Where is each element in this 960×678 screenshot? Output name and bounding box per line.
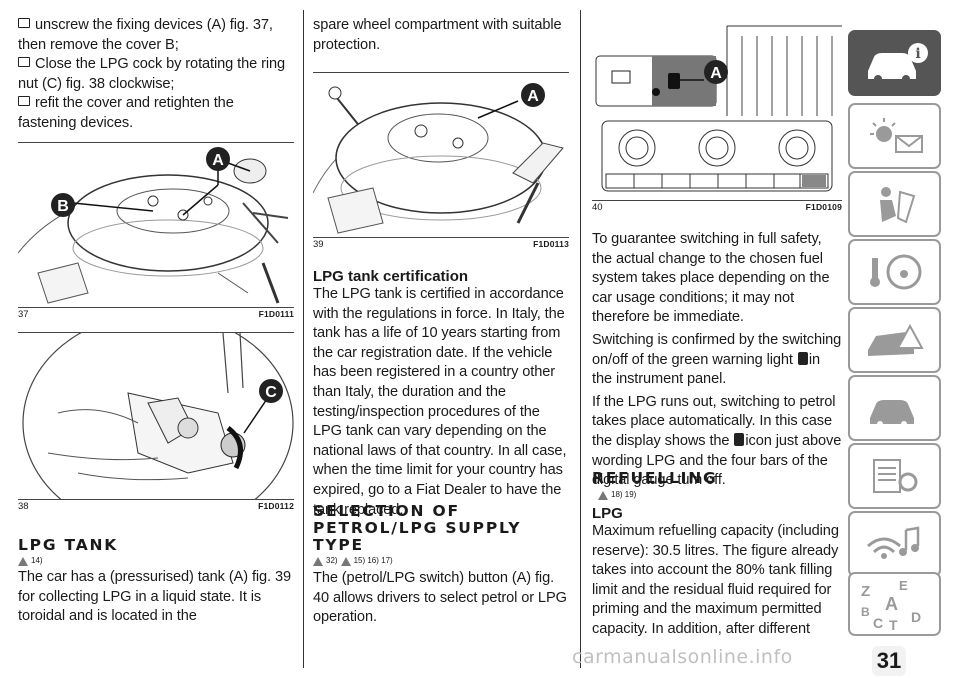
- reference-marks: 32) 15) 16) 17): [313, 556, 569, 566]
- warning-triangle-icon: [313, 557, 323, 566]
- svg-text:A: A: [885, 594, 898, 614]
- figure-40-image: A: [592, 16, 842, 200]
- figure-37: A B 37 F1D0111: [18, 142, 294, 320]
- figure-number: 37: [18, 309, 29, 320]
- svg-text:i: i: [915, 46, 920, 62]
- section-heading: REFUELLING: [592, 469, 718, 487]
- tab-starting-driving[interactable]: [848, 239, 941, 305]
- svg-text:Z: Z: [861, 583, 870, 600]
- body-text: If the LPG runs out, switching to petrol…: [592, 393, 842, 489]
- figure-code: F1D0111: [258, 309, 294, 319]
- label-b: B: [57, 198, 69, 215]
- tab-technical-data[interactable]: [848, 443, 941, 509]
- figure-38: C 38 F1D0112: [18, 332, 294, 512]
- page-number: 31: [872, 646, 906, 676]
- tab-safety[interactable]: [848, 171, 941, 237]
- figure-40: A 40 F1D0109: [592, 16, 842, 213]
- car-info-icon: i: [867, 43, 928, 83]
- reference-marks: 18) 19): [598, 490, 842, 500]
- label-c: C: [265, 384, 277, 401]
- watermark: carmanualsonline.info: [572, 646, 793, 668]
- figure-38-image: C: [18, 333, 294, 499]
- figure-code: F1D0109: [805, 202, 842, 212]
- reference-marks: 14): [18, 556, 294, 566]
- body-text: The car has a (pressurised) tank (A) fig…: [18, 569, 291, 625]
- airbag-safety-icon: [879, 187, 915, 224]
- figure-39-image: A: [313, 73, 569, 237]
- subsection-heading: LPG: [592, 505, 623, 522]
- figure-code: F1D0112: [258, 501, 294, 511]
- column-divider: [303, 10, 304, 668]
- index-icon: Z E A B C T D: [861, 578, 921, 632]
- bullet-box-icon: [18, 57, 30, 68]
- figure-code: F1D0113: [533, 239, 569, 249]
- body-text: The LPG tank is certified in accordance …: [313, 286, 567, 518]
- figure-number: 38: [18, 501, 29, 512]
- body-text: spare wheel compartment with suitable pr…: [313, 17, 562, 53]
- bullet-box-icon: [18, 96, 30, 107]
- figure-number: 40: [592, 202, 603, 213]
- figure-39: A 39 F1D0113: [313, 72, 569, 250]
- figure-37-image: A B: [18, 143, 294, 307]
- label-a: A: [710, 65, 722, 82]
- maintenance-icon: [869, 400, 914, 427]
- tab-index[interactable]: Z E A B C T D: [848, 572, 941, 636]
- section-heading: LPG TANK: [18, 536, 119, 554]
- tab-multimedia[interactable]: [848, 511, 941, 577]
- fuel-pump-icon: [734, 432, 745, 446]
- label-a: A: [527, 88, 539, 105]
- emergency-icon: [867, 323, 924, 356]
- section-heading: SELECTION OF PETROL/LPG SUPPLY TYPE: [313, 502, 522, 554]
- tab-warning-lights[interactable]: [848, 103, 941, 169]
- body-text: The (petrol/LPG switch) button (A) fig. …: [313, 570, 567, 626]
- body-text: To guarantee switching in full safety, t…: [592, 231, 830, 326]
- label-a: A: [212, 152, 224, 169]
- bullet-item: Close the LPG cock by rotating the ring …: [18, 56, 286, 92]
- figure-number: 39: [313, 239, 324, 250]
- technical-data-icon: [872, 459, 917, 493]
- multimedia-icon: [866, 526, 919, 559]
- warning-triangle-icon: [18, 557, 28, 566]
- svg-text:T: T: [889, 617, 898, 632]
- svg-text:B: B: [861, 605, 870, 619]
- warning-lights-icon: [869, 118, 923, 153]
- warning-triangle-icon: [598, 491, 608, 500]
- tab-car-info[interactable]: i: [848, 30, 941, 96]
- svg-text:C: C: [873, 615, 883, 631]
- svg-text:E: E: [899, 578, 908, 593]
- svg-text:D: D: [911, 609, 921, 625]
- bullet-box-icon: [18, 18, 30, 28]
- tab-emergency[interactable]: [848, 307, 941, 373]
- column-divider: [580, 10, 581, 668]
- bullet-item: refit the cover and retighten the fasten…: [18, 95, 234, 131]
- fuel-pump-icon: [797, 351, 808, 365]
- warning-triangle-icon: [340, 557, 351, 566]
- tab-maintenance[interactable]: [848, 375, 941, 441]
- body-text: Switching is confirmed by the switching …: [592, 331, 842, 388]
- body-text: Maximum refuelling capacity (including r…: [592, 523, 839, 637]
- subsection-heading: LPG tank certification: [313, 268, 469, 285]
- starting-driving-icon: [869, 254, 921, 290]
- bullet-item: unscrew the fixing devices (A) fig. 37, …: [18, 17, 273, 53]
